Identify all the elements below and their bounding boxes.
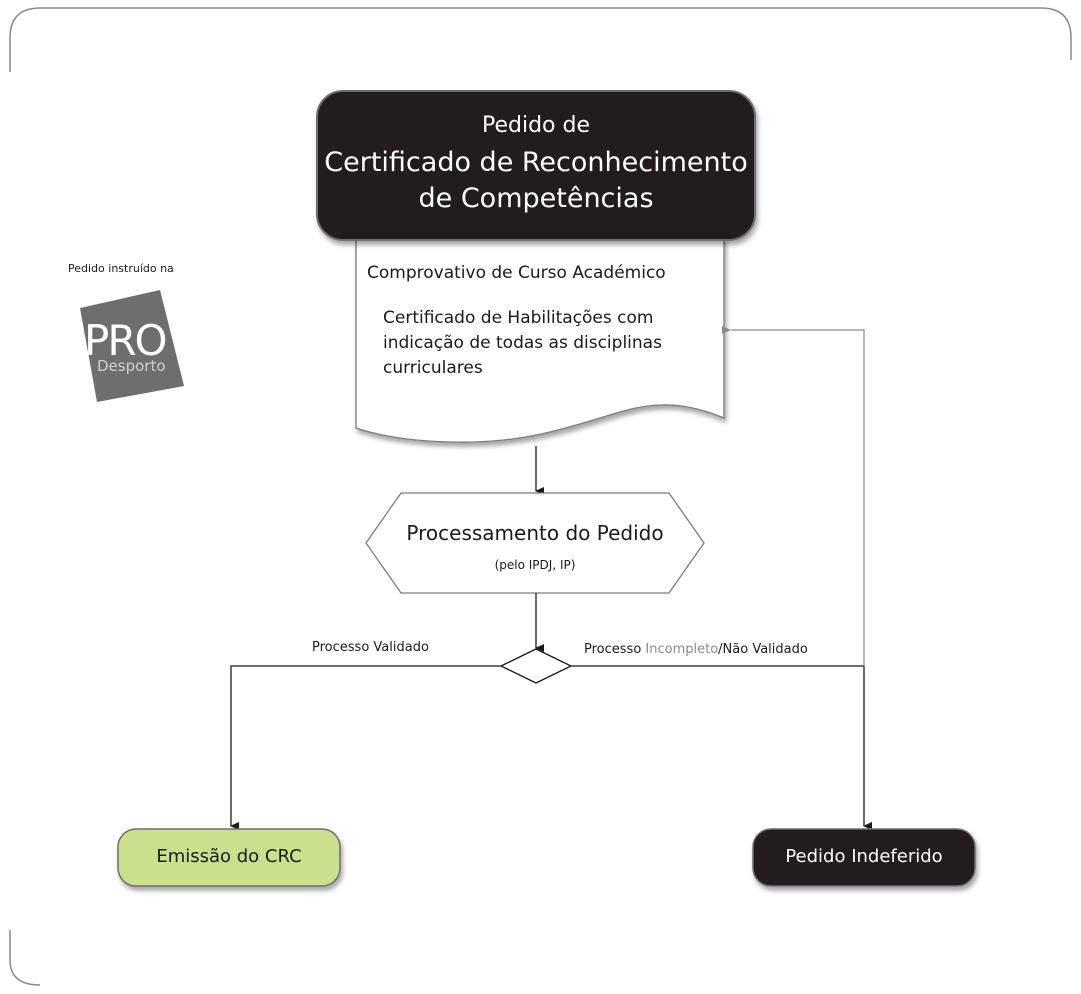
connector-validated [230, 665, 501, 830]
frame-bottom-left [9, 930, 41, 986]
frame-top-left [9, 7, 1072, 72]
rejected-outcome-box [752, 828, 976, 887]
logo-sub-text: Desporto [97, 357, 166, 375]
validated-label: Processo Validado [312, 640, 429, 655]
decision-diamond [499, 648, 573, 684]
approved-outcome-box [117, 828, 341, 887]
not-validated-label: Processo Incompleto/Não Validado [584, 642, 808, 657]
approved-outcome-label: Emissão do CRC [156, 846, 302, 867]
process-title: Processamento do Pedido [406, 521, 664, 545]
side-note-text: Pedido instruído na [68, 262, 174, 275]
not-validated-label-part2: Incompleto [645, 642, 719, 657]
logo-main-text: PRO [84, 316, 168, 365]
document-item-2-line2: indicação de todas as disciplinas [383, 333, 662, 353]
not-validated-label-part3: /Não Validado [718, 642, 808, 657]
process-hexagon [365, 492, 705, 594]
process-subtitle: (pelo IPDJ, IP) [494, 558, 576, 572]
document-item-1: Comprovativo de Curso Académico [367, 263, 666, 283]
request-title-line2: Certificado de Reconhecimento [324, 147, 748, 178]
request-title-box [316, 90, 756, 241]
rejected-outcome-label: Pedido Indeferido [785, 846, 943, 867]
connector-incomplete-feedback [722, 326, 865, 666]
prodesporto-logo [80, 290, 184, 402]
not-validated-label-part1: Processo [584, 642, 646, 657]
documents-shape [355, 235, 725, 443]
request-title-line1: Pedido de [481, 113, 590, 138]
document-item-2-line1: Certificado de Habilitações com [383, 308, 654, 328]
connector-not-validated [571, 665, 872, 830]
request-title-line3: de Competências [418, 183, 654, 214]
document-item-2-line3: curriculares [383, 358, 483, 378]
